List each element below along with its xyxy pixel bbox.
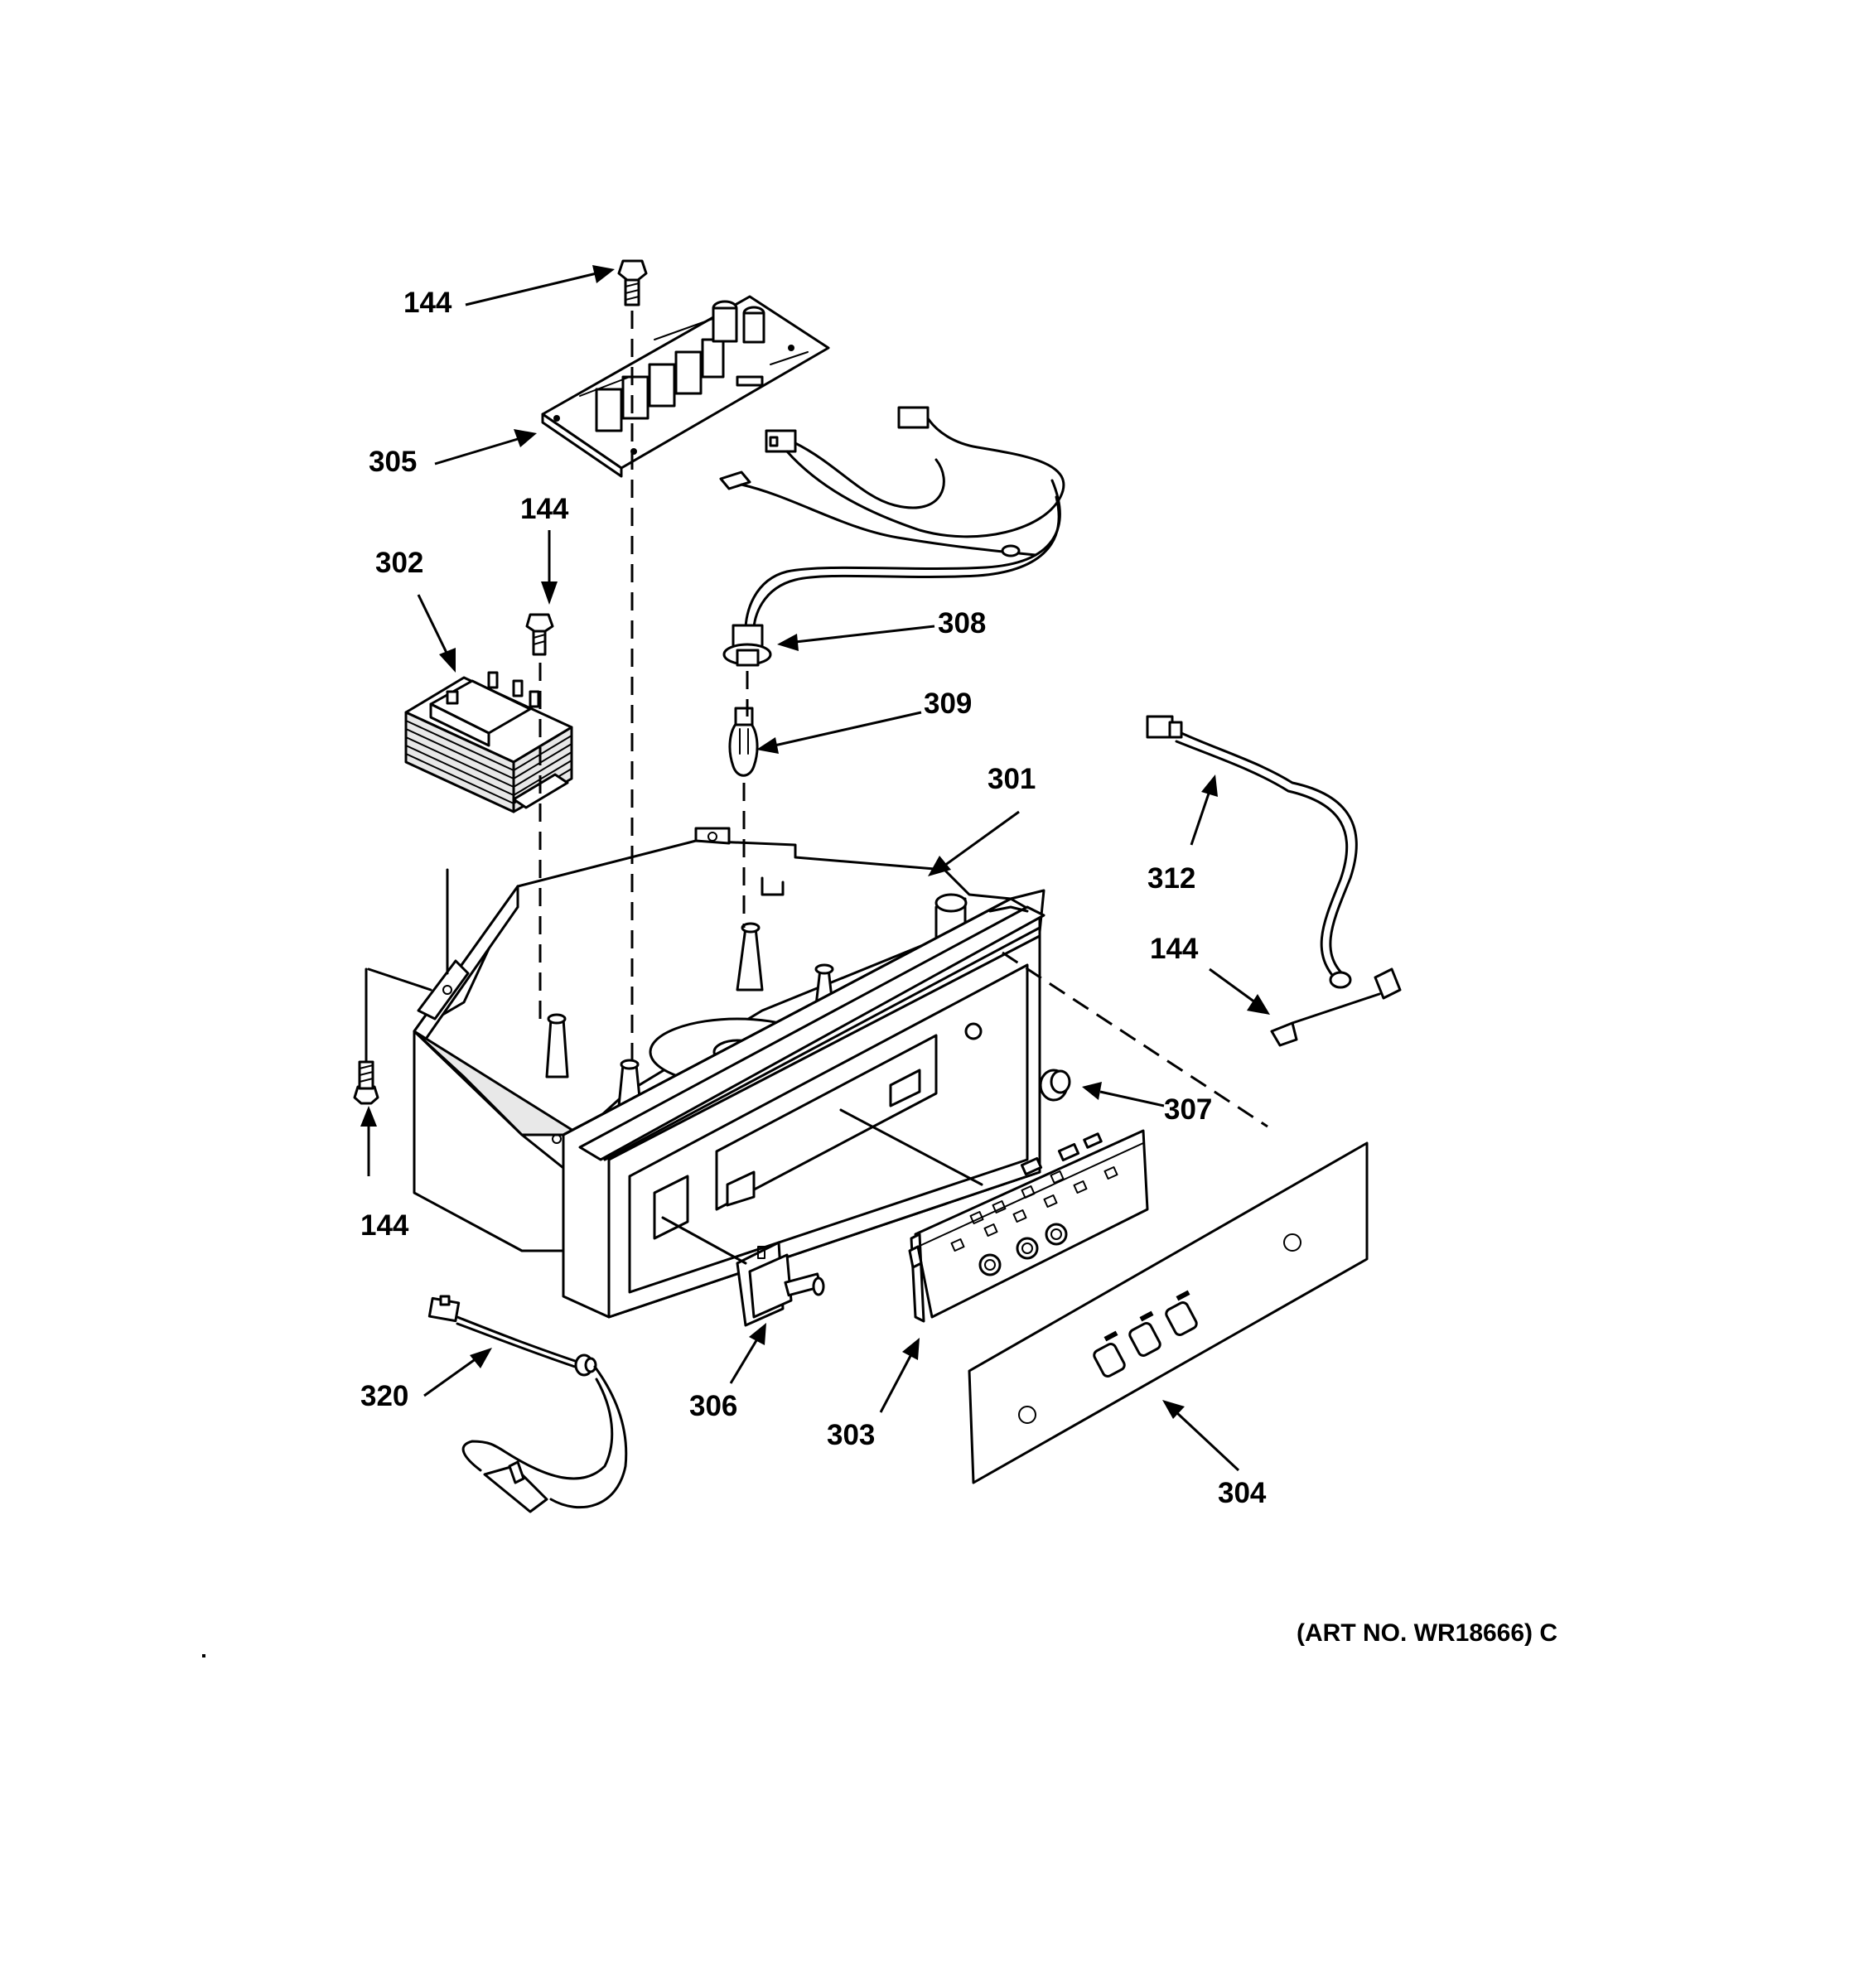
callout-320: 320	[360, 1380, 409, 1412]
callout-301: 301	[988, 763, 1036, 795]
alignment-lines	[365, 311, 1268, 1265]
panel-303-buttons	[978, 1223, 1068, 1276]
callout-307: 307	[1164, 1093, 1213, 1126]
switch-306	[736, 1241, 825, 1327]
sensor-harness-320	[427, 1295, 628, 1513]
callout-144-left: 144	[360, 1209, 409, 1242]
callout-144-right: 144	[1150, 933, 1199, 965]
art-number: (ART NO. WR18666) C	[1297, 1619, 1558, 1647]
callout-303: 303	[827, 1419, 876, 1451]
screw-144-left	[353, 1060, 379, 1105]
control-panel-303	[908, 1129, 1149, 1323]
callout-308: 308	[938, 607, 987, 639]
callout-306: 306	[689, 1390, 738, 1422]
stray-dot	[202, 1654, 205, 1657]
callout-304: 304	[1218, 1477, 1267, 1509]
wire-harness-308	[719, 406, 1065, 667]
housing-301	[413, 827, 1045, 1319]
bulb-309	[728, 707, 759, 777]
housing-posts	[545, 922, 837, 1124]
lamp-lens-307	[1039, 1069, 1071, 1102]
wire-harness-312	[1146, 715, 1402, 1047]
callout-309: 309	[924, 688, 973, 720]
panel-303-leds	[950, 1165, 1118, 1252]
callout-144-top: 144	[403, 287, 452, 319]
screw-144-top	[617, 259, 648, 306]
transformer-302	[404, 671, 573, 813]
callout-144-mid: 144	[520, 493, 569, 525]
leader-arrows	[360, 265, 1270, 1472]
overlay-304-buttons	[1093, 1290, 1198, 1378]
overlay-304	[968, 1141, 1369, 1484]
control-board-305	[541, 295, 830, 478]
callout-305: 305	[369, 446, 418, 478]
screw-144-mid	[525, 613, 554, 656]
callout-302: 302	[375, 547, 424, 579]
callout-312: 312	[1147, 862, 1196, 895]
